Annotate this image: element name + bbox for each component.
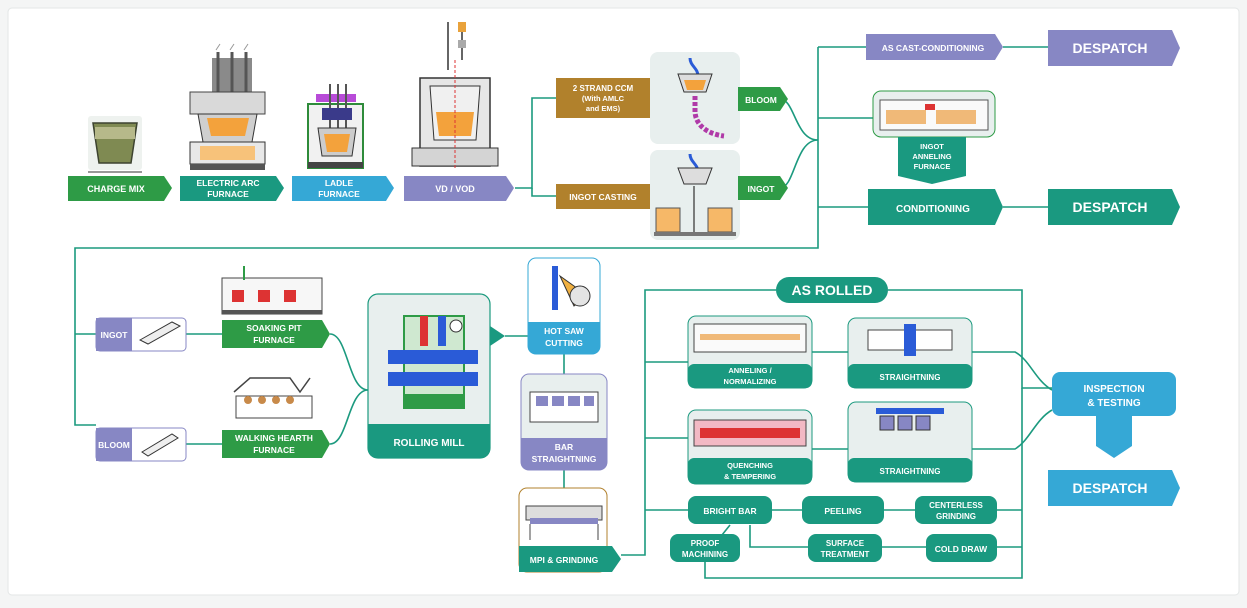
- quenching-card: QUENCHING & TEMPERING: [687, 409, 813, 485]
- ladle-label-2: FURNACE: [318, 189, 360, 199]
- rolling-arrow-icon: [490, 326, 505, 346]
- as-rolled-header: AS ROLLED: [776, 277, 888, 303]
- annealing-label-2: NORMALIZING: [724, 377, 777, 386]
- eaf-label-1: ELECTRIC ARC: [197, 178, 260, 188]
- bar-str-label-1: BAR: [555, 442, 573, 452]
- surface-label-2: TREATMENT: [821, 550, 870, 559]
- bloom-input-label: BLOOM: [98, 440, 130, 450]
- ccm-illustration: [650, 52, 740, 144]
- ccm-box: 2 STRAND CCM (With AMLC and EMS): [556, 78, 658, 118]
- straightning-card-1: STRAIGHTNING: [847, 317, 973, 389]
- ingot-input-label: INGOT: [101, 330, 129, 340]
- centerless-box: CENTERLESS GRINDING: [915, 496, 997, 524]
- despatch-label-1: DESPATCH: [1073, 40, 1148, 56]
- cold-draw-label: COLD DRAW: [935, 544, 988, 554]
- centerless-label-1: CENTERLESS: [929, 501, 983, 510]
- straight-label-1: STRAIGHTNING: [880, 373, 941, 382]
- ccm-label-2: (With AMLC: [582, 94, 625, 103]
- ingot-casting-illustration: [650, 150, 740, 240]
- ingot-tag-label: INGOT: [748, 184, 776, 194]
- ingot-input: INGOT: [95, 317, 187, 352]
- straightning-card-2: STRAIGHTNING: [847, 401, 973, 483]
- walking-hearth-box: WALKING HEARTH FURNACE: [222, 430, 330, 458]
- charge-mix-illustration: [88, 116, 142, 173]
- soaking-label-1: SOAKING PIT: [246, 323, 302, 333]
- mpi-label: MPI & GRINDING: [530, 555, 599, 565]
- ingot-casting-box: INGOT CASTING: [556, 184, 658, 209]
- cold-draw-box: COLD DRAW: [926, 534, 997, 562]
- walking-label-1: WALKING HEARTH: [235, 433, 313, 443]
- bar-straightning-card: BAR STRAIGHTNING: [520, 373, 608, 471]
- hot-saw-label-2: CUTTING: [545, 338, 583, 348]
- hot-saw-card: HOT SAW CUTTING: [527, 257, 601, 355]
- connector-lines: [74, 46, 1053, 579]
- conditioning-box: CONDITIONING: [868, 189, 1003, 225]
- annealing-card: ANNELING / NORMALIZING: [687, 315, 813, 389]
- vd-vod-box: VD / VOD: [404, 176, 514, 201]
- eaf-box: ELECTRIC ARC FURNACE: [180, 176, 284, 201]
- inspection-box: INSPECTION & TESTING: [1052, 372, 1176, 458]
- vd-vod-illustration: [411, 22, 499, 170]
- walking-hearth-illustration: [233, 377, 313, 419]
- inspection-label-1: INSPECTION: [1083, 384, 1144, 395]
- centerless-label-2: GRINDING: [936, 512, 976, 521]
- conditioning-label: CONDITIONING: [896, 204, 970, 215]
- as-rolled-title: AS ROLLED: [792, 282, 873, 298]
- peeling-label: PEELING: [824, 506, 862, 516]
- despatch-box-1: DESPATCH: [1048, 30, 1180, 66]
- rolling-mill-card: ROLLING MILL: [367, 293, 491, 459]
- anneal-label-3: FURNACE: [914, 162, 951, 171]
- bright-bar-box: BRIGHT BAR: [688, 496, 772, 524]
- anneal-label-2: ANNELING: [912, 152, 951, 161]
- despatch-box-3: DESPATCH: [1048, 470, 1180, 506]
- ingot-tag: INGOT: [738, 176, 788, 200]
- soaking-label-2: FURNACE: [253, 335, 295, 345]
- hot-saw-label-1: HOT SAW: [544, 326, 585, 336]
- bloom-tag: BLOOM: [738, 87, 788, 111]
- quench-label-2: & TEMPERING: [724, 472, 776, 481]
- ingot-casting-label: INGOT CASTING: [569, 192, 637, 202]
- soaking-pit-box: SOAKING PIT FURNACE: [222, 320, 330, 348]
- walking-label-2: FURNACE: [253, 445, 295, 455]
- peeling-box: PEELING: [802, 496, 884, 524]
- vd-vod-label: VD / VOD: [435, 184, 475, 194]
- despatch-label-2: DESPATCH: [1073, 199, 1148, 215]
- straight-label-2: STRAIGHTNING: [880, 467, 941, 476]
- despatch-box-2: DESPATCH: [1048, 189, 1180, 225]
- mpi-grinding-card: MPI & GRINDING: [518, 487, 621, 573]
- ladle-box: LADLE FURNACE: [292, 176, 394, 201]
- electric-arc-furnace-illustration: [189, 43, 266, 170]
- surface-treatment-box: SURFACE TREATMENT: [808, 534, 882, 562]
- ladle-furnace-illustration: [307, 84, 364, 169]
- proof-label-2: MACHINING: [682, 550, 728, 559]
- ingot-annealing-box: INGOT ANNELING FURNACE: [898, 137, 966, 184]
- soaking-pit-illustration: [221, 266, 323, 315]
- ccm-label-3: and EMS): [586, 104, 621, 113]
- proof-label-1: PROOF: [691, 539, 720, 548]
- as-cast-conditioning-box: AS CAST-CONDITIONING: [866, 34, 1003, 60]
- ccm-label-1: 2 STRAND CCM: [573, 84, 634, 93]
- anneal-label-1: INGOT: [920, 142, 944, 151]
- proof-machining-box: PROOF MACHINING: [670, 534, 740, 562]
- charge-mix-box: CHARGE MIX: [68, 176, 172, 201]
- quench-label-1: QUENCHING: [727, 461, 773, 470]
- ingot-annealing-illustration: [872, 90, 996, 138]
- as-cast-label: AS CAST-CONDITIONING: [882, 43, 985, 53]
- bright-bar-label: BRIGHT BAR: [703, 506, 756, 516]
- rolling-mill-label: ROLLING MILL: [393, 438, 464, 449]
- ladle-label-1: LADLE: [325, 178, 354, 188]
- charge-mix-label: CHARGE MIX: [87, 184, 145, 194]
- eaf-label-2: FURNACE: [207, 189, 249, 199]
- inspection-label-2: & TESTING: [1087, 398, 1141, 409]
- bloom-input: BLOOM: [95, 427, 187, 462]
- surface-label-1: SURFACE: [826, 539, 865, 548]
- despatch-label-3: DESPATCH: [1073, 480, 1148, 496]
- bloom-tag-label: BLOOM: [745, 95, 777, 105]
- bar-str-label-2: STRAIGHTNING: [532, 454, 597, 464]
- annealing-label-1: ANNELING /: [728, 366, 772, 375]
